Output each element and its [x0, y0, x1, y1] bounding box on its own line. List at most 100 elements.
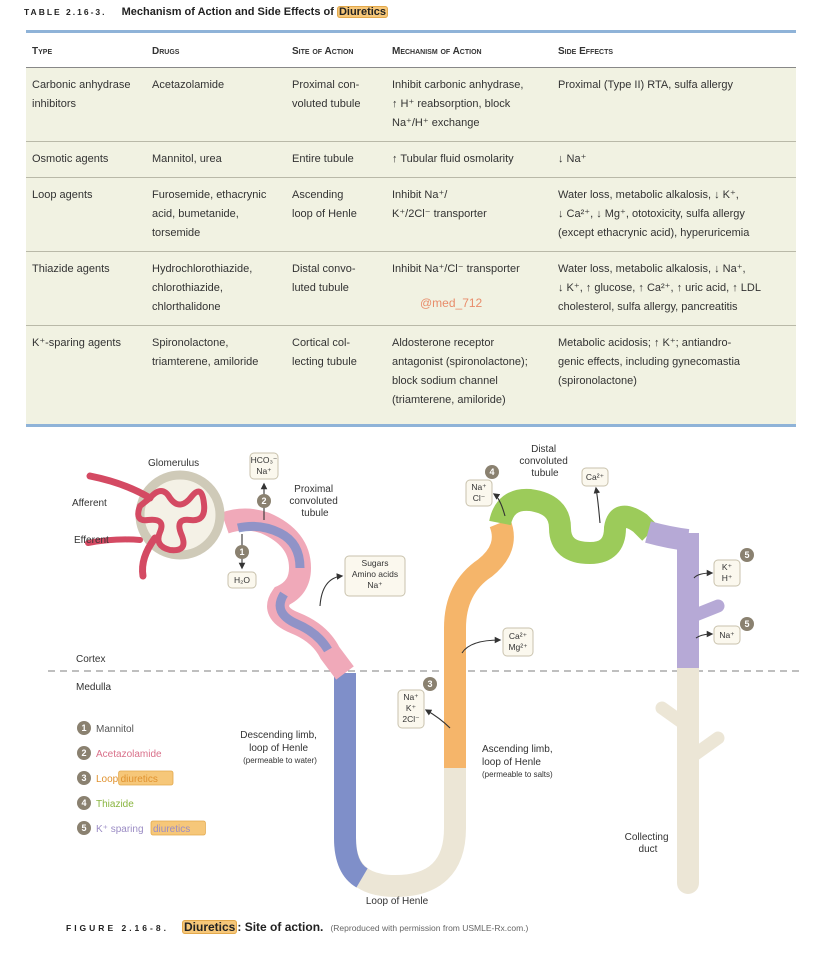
- cell-line: Cortical col-: [292, 337, 351, 349]
- cell-line: chlorthalidone: [152, 301, 221, 313]
- cell-line: voluted tubule: [292, 98, 361, 110]
- svg-text:Ca²⁺: Ca²⁺: [586, 472, 605, 482]
- legend-number: 4: [81, 798, 86, 808]
- table-cell-site: Cortical col-lecting tubule: [286, 325, 386, 424]
- glomerulus: [85, 470, 225, 580]
- table-cell-type: Thiazide agents: [26, 251, 146, 326]
- cell-line: ↓ Na⁺: [558, 153, 587, 165]
- cell-line: acid, bumetanide,: [152, 208, 239, 220]
- box-na-k-2cl: Na⁺K⁺2Cl⁻: [397, 689, 425, 729]
- table-cell-mechanism: Inhibit Na⁺/ K⁺/2Cl⁻ transporter: [386, 177, 552, 252]
- legend-text: Mannitol: [96, 724, 134, 735]
- svg-text:5: 5: [744, 619, 749, 629]
- cell-line: K⁺/2Cl⁻ transporter: [392, 208, 487, 220]
- cell-line: inhibitors: [32, 98, 77, 110]
- cell-line: Metabolic acidosis; ↑ K⁺; antiandro-: [558, 337, 732, 349]
- cell-line: Distal convo-: [292, 263, 356, 275]
- figure-label: FIGURE 2.16-8.: [66, 923, 169, 933]
- cell-line: chlorothiazide,: [152, 282, 223, 294]
- cell-line: loop of Henle: [292, 208, 357, 220]
- transport-arrows: [238, 482, 714, 729]
- distal-to-collecting: [645, 521, 690, 551]
- diuretics-table-wrap: Type Drugs Site of Action Mechanism of A…: [26, 30, 796, 427]
- cell-line: Acetazolamide: [152, 79, 225, 91]
- legend-badge: [77, 721, 91, 735]
- table-cell-drugs: Acetazolamide: [146, 67, 286, 142]
- badge-4: 4: [485, 465, 499, 479]
- legend-highlight: [150, 820, 206, 836]
- svg-text:Na⁺: Na⁺: [719, 630, 735, 640]
- label-pct: Proximal convoluted tubule: [289, 484, 340, 519]
- cell-line: Ascending: [292, 189, 344, 201]
- table-cell-mechanism: Inhibit Na⁺/Cl⁻ transporter: [386, 251, 552, 326]
- cell-line: Mannitol, urea: [152, 153, 222, 165]
- table-cell-drugs: Hydrochlorothiazide, chlorothiazide, chlor…: [146, 251, 286, 326]
- label-medulla: Medulla: [76, 682, 111, 693]
- table-cell-site: Ascending loop of Henle: [286, 177, 386, 252]
- legend-badge: [77, 746, 91, 760]
- table-top-rule: [26, 30, 796, 33]
- figure-title-rest: : Site of action.: [237, 920, 324, 934]
- svg-text:4: 4: [489, 467, 494, 477]
- table-row: Thiazide agents Hydrochlorothiazide, chlor…: [26, 251, 796, 326]
- table-cell-drugs: Mannitol, urea: [146, 141, 286, 178]
- table-bottom-rule: [26, 424, 796, 427]
- figure-title-highlight: Diuretics: [182, 920, 238, 934]
- table-cell-drugs: Spironolactone,triamterene, amiloride: [146, 325, 286, 424]
- svg-text:H₂O: H₂O: [234, 575, 250, 585]
- table-cell-mechanism: Inhibit carbonic anhydrase,↑ H⁺ reabsorp…: [386, 67, 552, 142]
- cell-line: (except ethacrynic acid), hyperuricemia: [558, 227, 750, 239]
- svg-text:5: 5: [744, 550, 749, 560]
- cell-line: Entire tubule: [292, 153, 354, 165]
- col-header-site: Site of Action: [286, 33, 386, 68]
- label-loop-of-henle: Loop of Henle: [366, 896, 429, 907]
- table-cell-effects: Proximal (Type II) RTA, sulfa allergy: [552, 67, 796, 142]
- cell-line: Furosemide, ethacrynic: [152, 189, 267, 201]
- label-glomerulus: Glomerulus: [148, 458, 199, 469]
- svg-text:HCO₃⁻Na⁺: HCO₃⁻Na⁺: [251, 455, 278, 476]
- cell-line: Aldosterone receptor: [392, 337, 495, 349]
- cell-line: (triamterene, amiloride): [392, 394, 506, 406]
- table-cell-type: Osmotic agents: [26, 141, 146, 178]
- legend-text: Thiazide: [96, 799, 134, 810]
- cell-line: Inhibit Na⁺/: [392, 189, 448, 201]
- cell-line: Loop agents: [32, 189, 93, 201]
- table-cell-site: Distal convo-luted tubule: [286, 251, 386, 326]
- svg-text:1: 1: [239, 547, 244, 557]
- cell-line: torsemide: [152, 227, 201, 239]
- cell-line: block sodium channel: [392, 375, 498, 387]
- legend-text: Acetazolamide: [96, 749, 162, 760]
- cell-line: Hydrochlorothiazide,: [152, 263, 253, 275]
- cell-line: ↑ Tubular fluid osmolarity: [392, 153, 514, 165]
- table-cell-effects: ↓ Na⁺: [552, 141, 796, 178]
- col-header-mechanism: Mechanism of Action: [386, 33, 552, 68]
- svg-text:K⁺H⁺: K⁺H⁺: [722, 562, 733, 583]
- badge-5a: 5: [740, 548, 754, 562]
- table-row: Loop agents Furosemide, ethacrynic acid, b…: [26, 177, 796, 252]
- cell-line: Proximal con-: [292, 79, 360, 91]
- cell-line: genic effects, including gynecomastia: [558, 356, 741, 368]
- table-cell-mechanism: ↑ Tubular fluid osmolarity: [386, 141, 552, 178]
- box-k-h: K⁺H⁺: [713, 559, 741, 587]
- table-header-row: Type Drugs Site of Action Mechanism of A…: [26, 33, 796, 68]
- table-cell-site: Proximal con-voluted tubule: [286, 67, 386, 142]
- badge-2: 2: [257, 494, 271, 508]
- label-efferent: Efferent: [74, 535, 109, 546]
- legend-highlight: [118, 770, 174, 786]
- cell-line: cholesterol, sulfa allergy, pancreatitis: [558, 301, 738, 313]
- svg-text:Na⁺K⁺2Cl⁻: Na⁺K⁺2Cl⁻: [402, 692, 420, 724]
- cell-line: triamterene, amiloride: [152, 356, 259, 368]
- badge-5b: 5: [740, 617, 754, 631]
- badge-3: 3: [423, 677, 437, 691]
- table-cell-type: K⁺-sparing agents: [26, 325, 146, 424]
